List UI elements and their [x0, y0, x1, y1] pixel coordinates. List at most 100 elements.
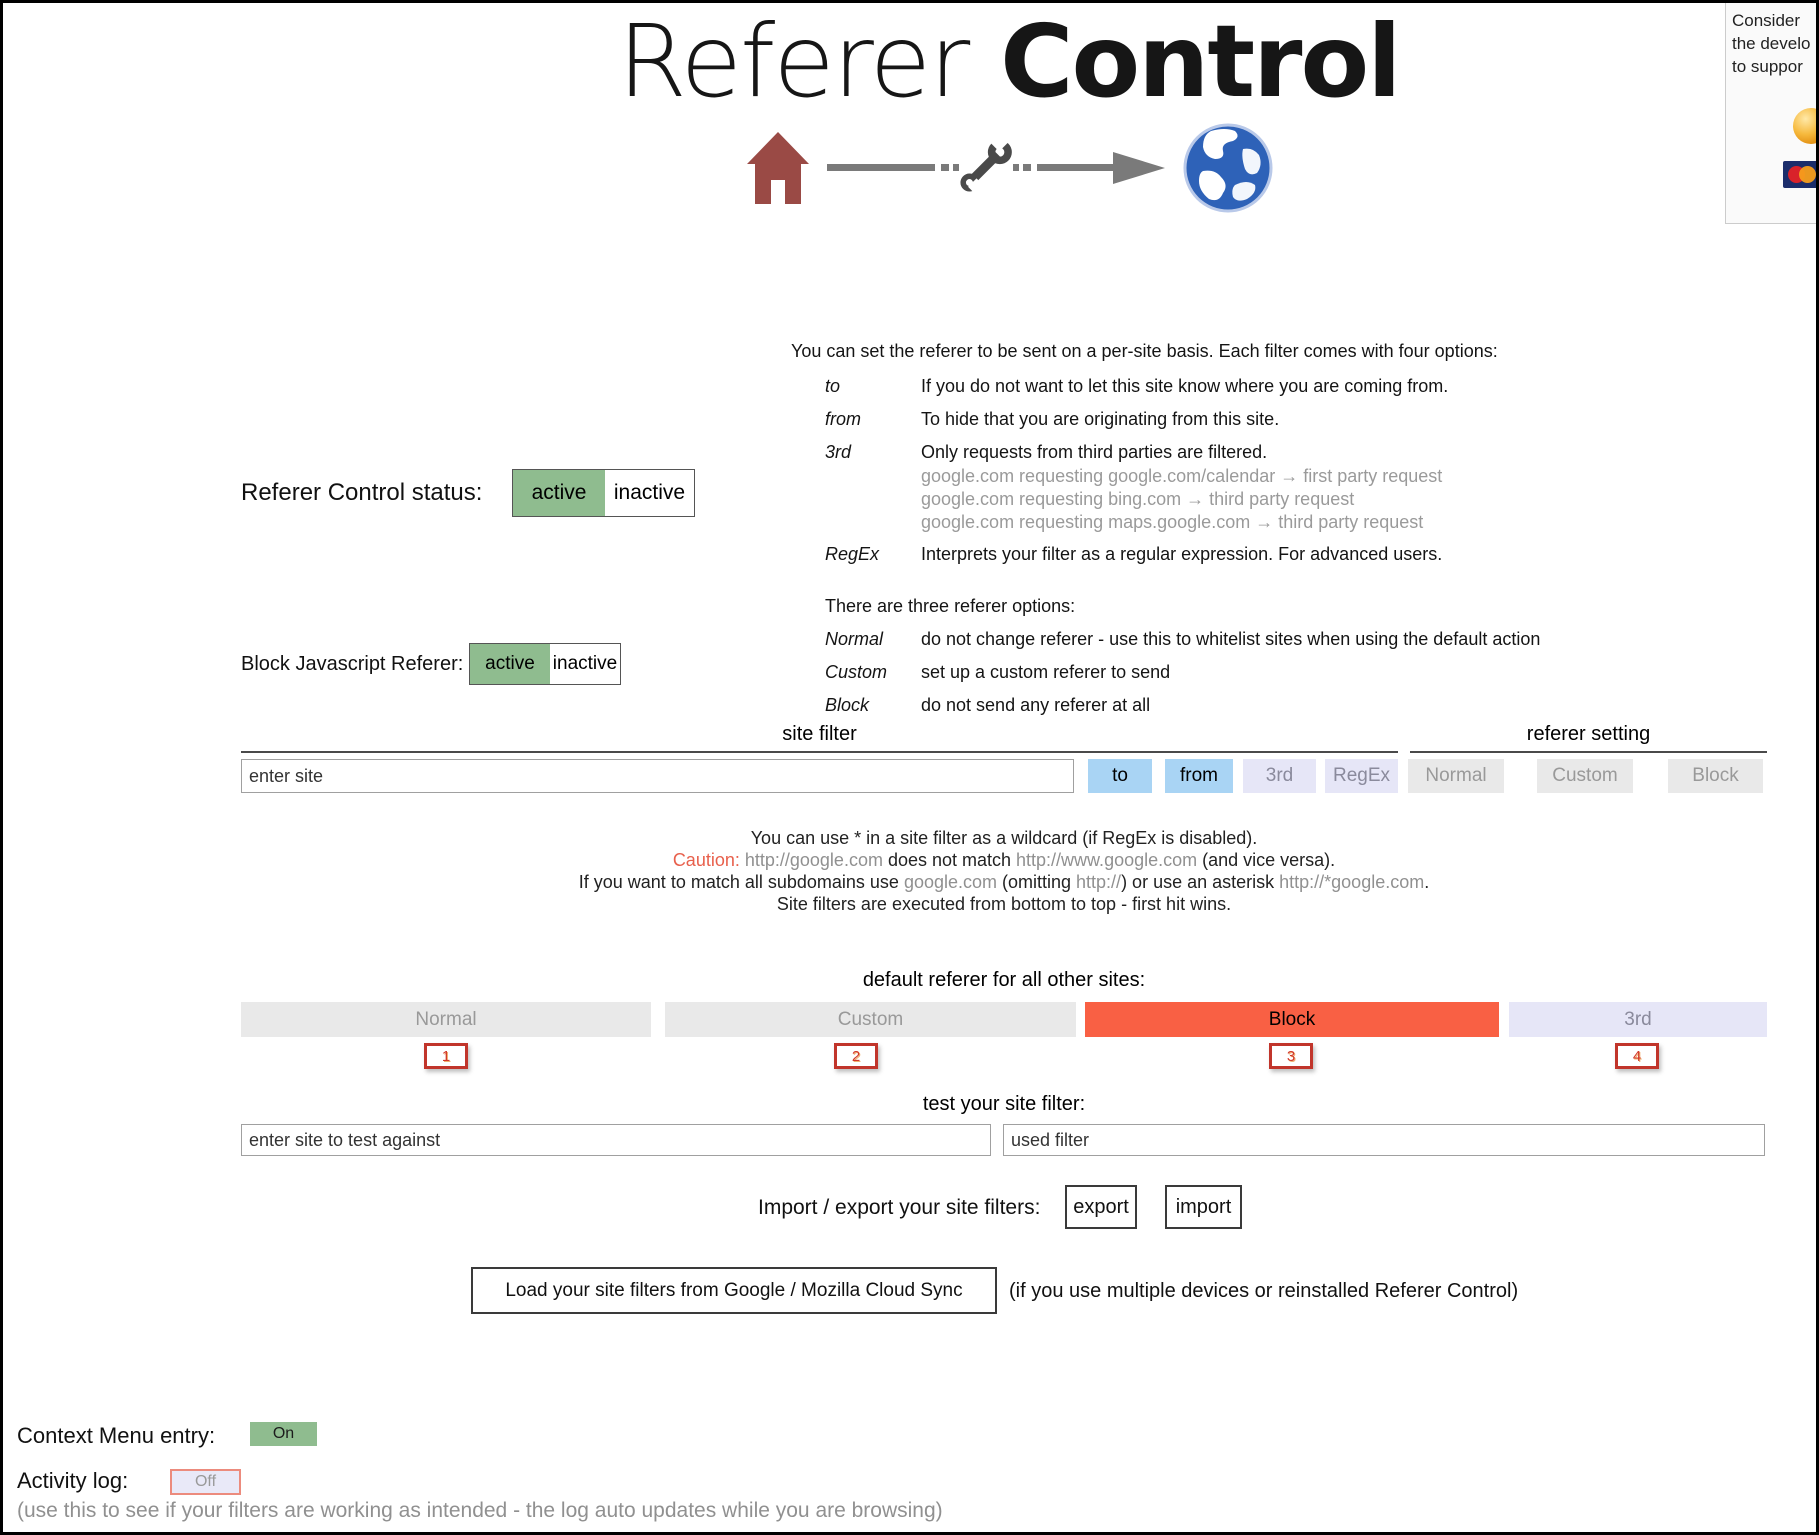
donate-coin-icon[interactable]	[1793, 108, 1816, 144]
js-referer-active-button[interactable]: active	[470, 644, 550, 684]
subdomain-url: http://*google.com	[1279, 872, 1425, 892]
home-icon	[746, 132, 809, 204]
subdomain-text: ) or use an asterisk	[1121, 872, 1280, 892]
help-term: Block	[825, 695, 870, 715]
wildcard-note: You can use * in a site filter as a wild…	[750, 828, 1258, 848]
test-filter-header: test your site filter:	[922, 1093, 1086, 1115]
site-filter-input[interactable]	[241, 759, 1074, 793]
donate-text-line: to suppor	[1732, 57, 1803, 76]
import-export-label: Import / export your site filters:	[758, 1196, 1041, 1219]
context-menu-toggle[interactable]: On	[250, 1422, 317, 1446]
help-referer-block: Block do not send any referer at all	[825, 692, 1571, 718]
mastercard-orange-circle	[1799, 166, 1816, 183]
help-example: google.com requesting google.com/calenda…	[921, 466, 1443, 486]
filter-notes: You can use * in a site filter as a wild…	[241, 827, 1767, 915]
help-desc-text: Only requests from third parties are fil…	[921, 442, 1268, 462]
site-filter-header: site filter	[782, 723, 857, 745]
page-title-bold: Control	[1000, 3, 1401, 120]
help-desc: set up a custom referer to send	[921, 662, 1171, 682]
caution-note: Caution: http://google.com does not matc…	[241, 849, 1767, 871]
caution-label: Caution:	[672, 850, 740, 870]
help-term: Normal	[825, 629, 884, 649]
filter-from-button[interactable]: from	[1165, 759, 1233, 793]
status-inactive-button[interactable]: inactive	[605, 470, 694, 516]
export-button[interactable]: export	[1065, 1185, 1137, 1229]
help-option-3rd: 3rd Only requests from third parties are…	[825, 439, 1571, 534]
default-block-button[interactable]: Block	[1085, 1002, 1499, 1037]
test-site-input[interactable]	[241, 1124, 991, 1156]
activity-log-note: (use this to see if your filters are wor…	[17, 1499, 943, 1522]
used-filter-input[interactable]	[1003, 1124, 1765, 1156]
help-term: from	[825, 409, 861, 429]
caution-url: http://www.google.com	[1016, 850, 1198, 870]
execution-order-note: Site filters are executed from bottom to…	[776, 894, 1232, 914]
referer-block-button[interactable]: Block	[1668, 759, 1763, 793]
help-example: google.com requesting maps.google.com → …	[921, 512, 1424, 532]
help-term: 3rd	[825, 442, 852, 462]
help-option-from: from To hide that you are originating fr…	[825, 406, 1571, 432]
page-title-light: Referer	[617, 3, 971, 120]
help-desc: Interprets your filter as a regular expr…	[921, 544, 1443, 564]
default-3rd-button[interactable]: 3rd	[1509, 1002, 1767, 1037]
default-normal-button[interactable]: Normal	[241, 1002, 651, 1037]
mastercard-icon[interactable]	[1783, 161, 1816, 188]
js-referer-toggle: active inactive	[469, 643, 621, 685]
help-term: RegEx	[825, 544, 880, 564]
help-referer-normal: Normal do not change referer - use this …	[825, 626, 1571, 652]
shortcut-badge-3: 3	[1269, 1043, 1313, 1069]
context-menu-label: Context Menu entry:	[17, 1423, 216, 1448]
filter-3rd-button[interactable]: 3rd	[1243, 759, 1316, 793]
referer-options-intro: There are three referer options:	[825, 596, 1076, 616]
referer-setting-header: referer setting	[1526, 723, 1651, 745]
referer-normal-button[interactable]: Normal	[1408, 759, 1504, 793]
js-referer-inactive-button[interactable]: inactive	[550, 644, 620, 684]
status-label: Referer Control status:	[241, 479, 483, 506]
filter-regex-button[interactable]: RegEx	[1325, 759, 1398, 793]
help-desc: To hide that you are originating from th…	[921, 409, 1280, 429]
globe-icon	[1183, 123, 1272, 213]
activity-log-label: Activity log:	[17, 1468, 129, 1493]
shortcut-badge-1: 1	[424, 1043, 468, 1069]
caution-url: http://google.com	[739, 850, 888, 870]
help-desc: If you do not want to let this site know…	[921, 376, 1449, 396]
js-referer-label: Block Javascript Referer:	[241, 653, 464, 675]
help-option-regex: RegEx Interprets your filter as a regula…	[825, 541, 1571, 567]
filter-help: You can set the referer to be sent on a …	[791, 339, 1571, 718]
shortcut-badge-4: 4	[1615, 1043, 1659, 1069]
donate-text-line: Consider	[1732, 11, 1801, 30]
help-desc: do not send any referer at all	[921, 695, 1151, 715]
help-term: Custom	[825, 662, 888, 682]
donate-panel[interactable]: Consider the develo to suppor	[1725, 3, 1816, 224]
help-referer-custom: Custom set up a custom referer to send	[825, 659, 1571, 685]
import-button[interactable]: import	[1165, 1185, 1242, 1229]
subdomain-url: google.com	[903, 872, 997, 892]
subdomain-text: (omitting	[997, 872, 1077, 892]
subdomain-url: http://	[1076, 872, 1122, 892]
site-filter-rule	[241, 751, 1398, 753]
shortcut-badge-2: 2	[834, 1043, 878, 1069]
page-title: Referer Control	[99, 3, 1816, 121]
filter-to-button[interactable]: to	[1088, 759, 1152, 793]
donate-text-line: the develo	[1732, 34, 1811, 53]
help-term: to	[825, 376, 841, 396]
subdomain-note: If you want to match all subdomains use …	[241, 871, 1767, 893]
help-desc: Only requests from third parties are fil…	[921, 439, 1571, 534]
caution-text: does not match	[887, 850, 1017, 870]
cloud-sync-note: (if you use multiple devices or reinstal…	[1009, 1280, 1519, 1302]
help-desc: do not change referer - use this to whit…	[921, 629, 1541, 649]
cloud-sync-button[interactable]: Load your site filters from Google / Moz…	[471, 1267, 997, 1314]
subdomain-text: .	[1424, 872, 1430, 892]
default-custom-button[interactable]: Custom	[665, 1002, 1076, 1037]
referer-custom-button[interactable]: Custom	[1537, 759, 1633, 793]
status-active-button[interactable]: active	[513, 470, 605, 516]
default-referer-header: default referer for all other sites:	[862, 969, 1146, 991]
arrow-right-icon	[826, 130, 1165, 195]
status-toggle: active inactive	[512, 469, 695, 517]
help-option-to: to If you do not want to let this site k…	[825, 373, 1571, 399]
subdomain-text: If you want to match all subdomains use	[578, 872, 904, 892]
filter-help-intro: You can set the referer to be sent on a …	[791, 341, 1498, 361]
activity-log-toggle[interactable]: Off	[170, 1469, 241, 1495]
caution-text: (and vice versa).	[1197, 850, 1336, 870]
referer-setting-rule	[1410, 751, 1767, 753]
